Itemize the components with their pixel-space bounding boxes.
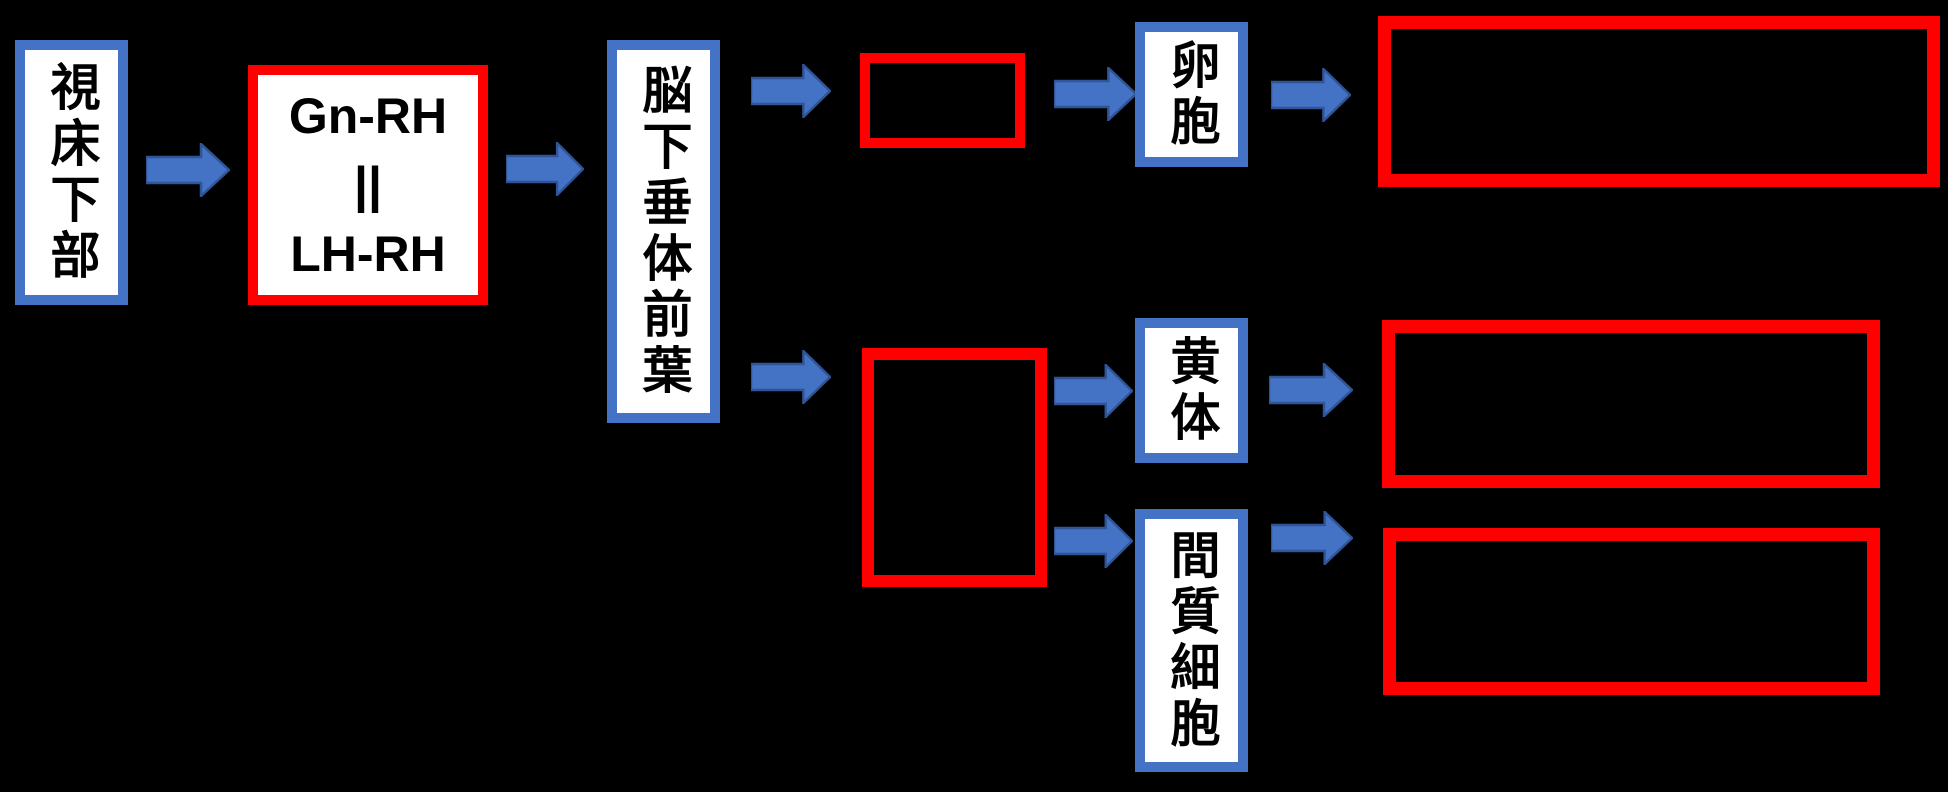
arrow-blank-hormone-top-to-follicle-icon bbox=[1054, 67, 1137, 121]
follicle-label: 卵胞 bbox=[1163, 38, 1220, 151]
arrow-pituitary-to-blank-hormone-top-icon bbox=[751, 64, 831, 118]
hypothalamus-box: 視床下部 bbox=[15, 40, 128, 305]
interstitial-cells-label: 間質細胞 bbox=[1163, 528, 1220, 753]
gnrh-label-line3: LH-RH bbox=[290, 225, 446, 282]
arrow-corpus-luteum-to-blank-result-middle-icon bbox=[1269, 363, 1353, 417]
interstitial-cells-box: 間質細胞 bbox=[1135, 509, 1248, 772]
hypothalamus-label: 視床下部 bbox=[43, 60, 100, 285]
follicle-box: 卵胞 bbox=[1135, 22, 1248, 167]
anterior-pituitary-box: 脳下垂体前葉 bbox=[607, 40, 720, 423]
blank-hormone-box-bottom bbox=[862, 348, 1047, 587]
arrow-blank-hormone-bottom-to-interstitial-icon bbox=[1054, 514, 1133, 568]
blank-result-box-bottom bbox=[1383, 528, 1880, 695]
arrow-follicle-to-blank-result-top-icon bbox=[1271, 68, 1351, 122]
arrow-blank-hormone-bottom-to-corpus-luteum-icon bbox=[1054, 364, 1133, 418]
blank-hormone-box-top bbox=[860, 53, 1025, 148]
blank-result-box-middle bbox=[1382, 320, 1880, 488]
arrow-pituitary-to-blank-hormone-bottom-icon bbox=[751, 350, 831, 404]
arrow-gnrh-to-pituitary-icon bbox=[506, 142, 584, 196]
anterior-pituitary-label: 脳下垂体前葉 bbox=[635, 63, 692, 400]
arrow-interstitial-to-blank-result-bottom-icon bbox=[1271, 511, 1353, 565]
gnrh-lhrh-box: Gn-RH || LH-RH bbox=[248, 65, 488, 305]
corpus-luteum-box: 黄体 bbox=[1135, 318, 1248, 463]
arrow-hypothalamus-to-gnrh-icon bbox=[146, 143, 230, 197]
blank-result-box-top bbox=[1378, 16, 1940, 187]
gnrh-label-line1: Gn-RH bbox=[288, 87, 448, 144]
gnrh-label-line2: || bbox=[354, 156, 382, 213]
corpus-luteum-label: 黄体 bbox=[1163, 334, 1220, 447]
